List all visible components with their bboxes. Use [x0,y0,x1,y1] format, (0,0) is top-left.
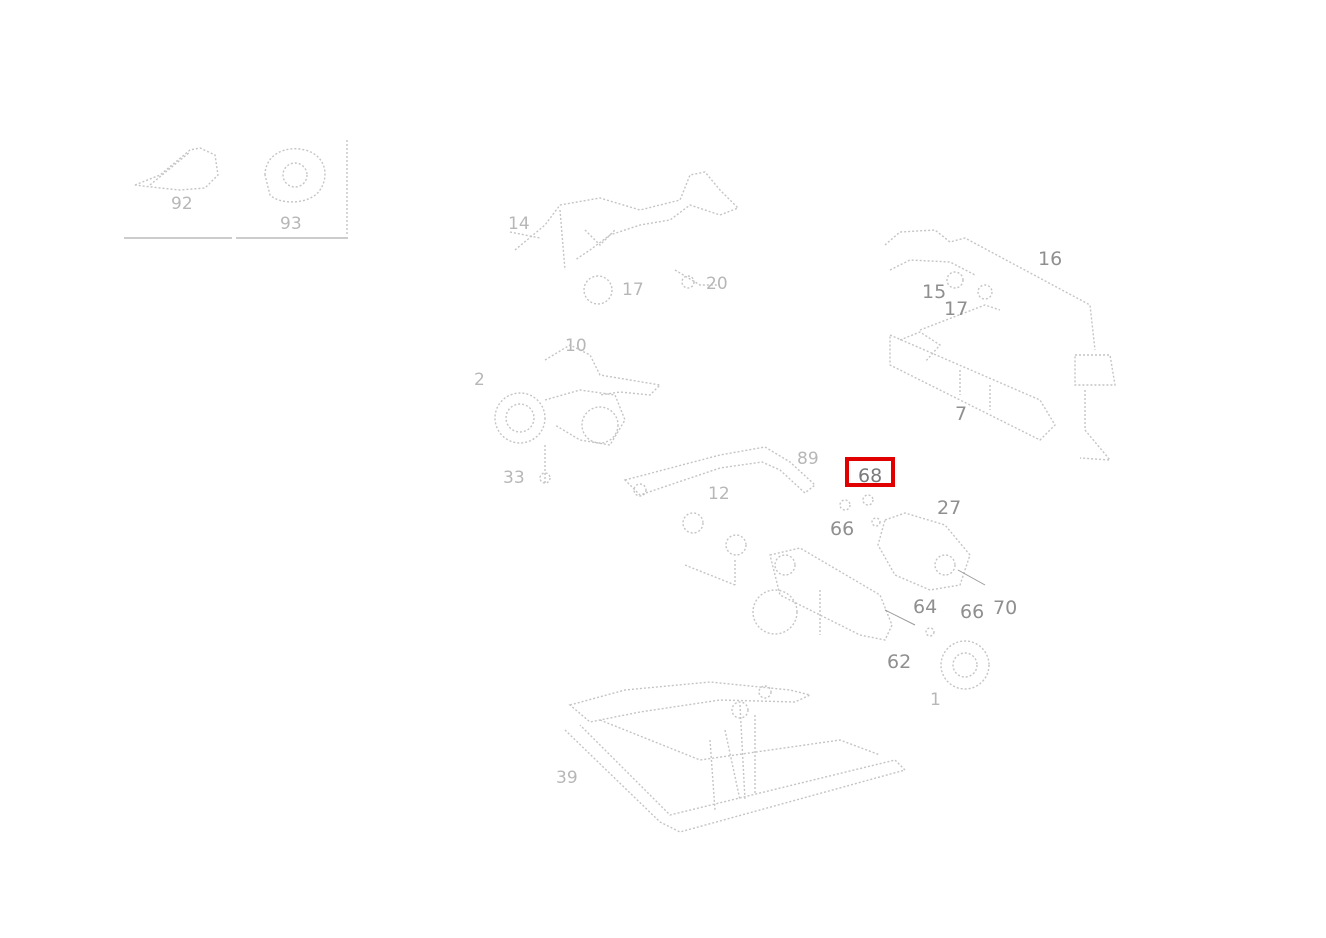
thumbnail-panel [124,140,348,239]
part-label-14[interactable]: 14 [508,214,530,234]
part-label-20[interactable]: 20 [706,274,728,294]
thumbnail-label-93[interactable]: 93 [280,214,302,234]
part-label-39[interactable]: 39 [556,768,578,788]
part-label-17[interactable]: 17 [944,298,969,320]
part-label-12[interactable]: 12 [708,484,730,504]
highlighted-part-68[interactable]: 68 [845,457,895,487]
part-label-62[interactable]: 62 [887,651,912,673]
part-label-89[interactable]: 89 [797,449,819,469]
part-label-16[interactable]: 16 [1038,248,1063,270]
part-label-27[interactable]: 27 [937,497,962,519]
part-label-33[interactable]: 33 [503,468,525,488]
thumbnail-label-92[interactable]: 92 [171,194,193,214]
part-label-66-right[interactable]: 66 [960,601,985,623]
tie-rod [623,446,817,497]
part-label-15[interactable]: 15 [922,281,947,303]
part-label-68: 68 [858,465,883,487]
part-label-1[interactable]: 1 [930,690,941,710]
part-label-7[interactable]: 7 [955,403,968,425]
part-label-2[interactable]: 2 [474,370,485,390]
part-label-17-top[interactable]: 17 [622,280,644,300]
part-label-64[interactable]: 64 [913,596,938,618]
part-label-10[interactable]: 10 [565,336,587,356]
drive-motor-assembly [682,494,990,690]
part-label-70[interactable]: 70 [993,597,1018,619]
base-frame [564,681,907,833]
linkage-assembly [509,171,740,305]
part-label-66-left[interactable]: 66 [830,518,855,540]
hub-assembly [494,344,662,485]
steering-column-assembly [884,229,1116,461]
